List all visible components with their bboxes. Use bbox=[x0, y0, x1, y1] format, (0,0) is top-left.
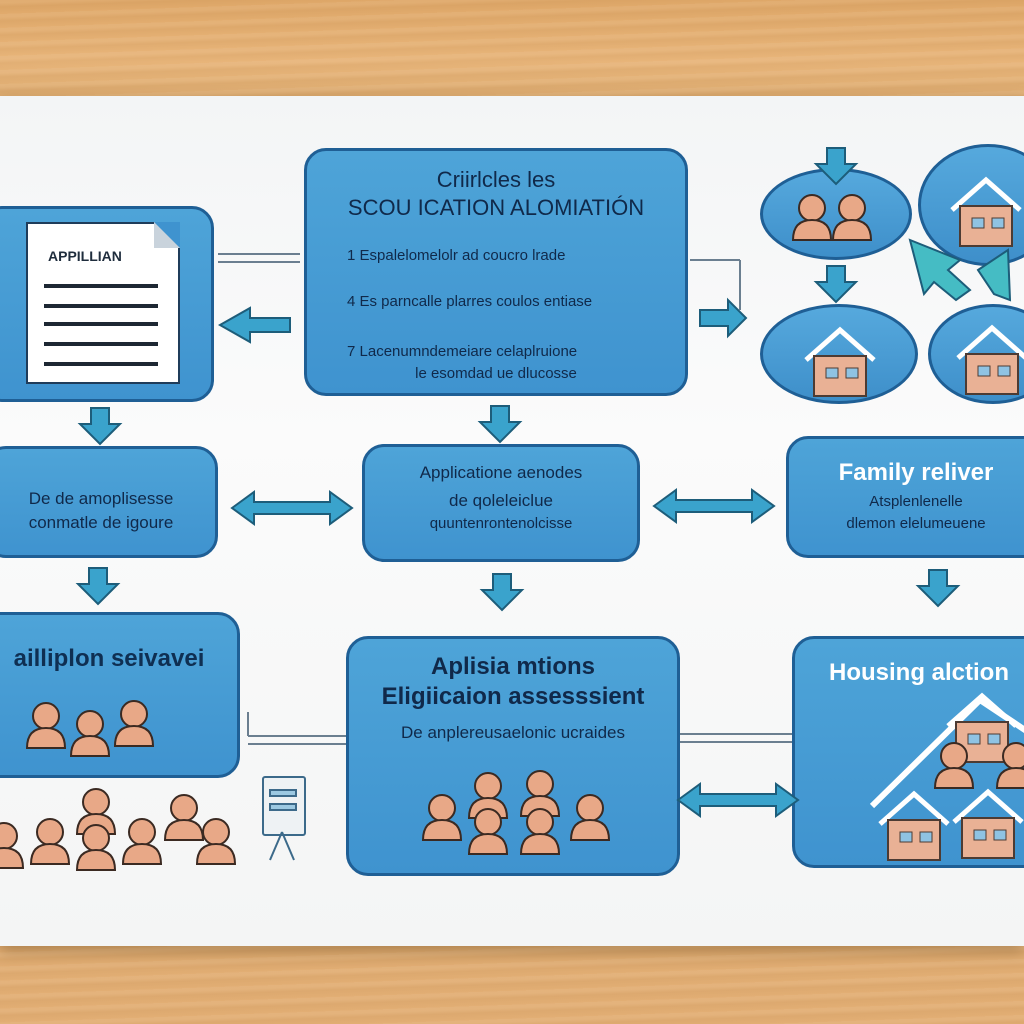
eligibility-box: Aplisia mtions Eligiicaion assesssient D… bbox=[346, 636, 680, 876]
house-icon bbox=[880, 794, 948, 860]
down-arrow-icon bbox=[917, 569, 959, 607]
down-arrow-icon bbox=[815, 147, 857, 185]
left-arrow-icon bbox=[217, 306, 291, 344]
person-icon bbox=[792, 194, 832, 241]
down-arrow-icon bbox=[479, 405, 521, 443]
double-arrow-icon bbox=[653, 489, 775, 523]
person-icon bbox=[122, 818, 162, 865]
left-mid-box: De de amoplisesse conmatle de igoure bbox=[0, 446, 218, 558]
person-icon bbox=[26, 702, 66, 749]
center-mid-line3: quuntenrontenolcisse bbox=[429, 515, 573, 532]
person-icon bbox=[196, 818, 236, 865]
left-mid-line1: De de amoplisesse bbox=[28, 489, 174, 508]
eligibility-title-line2: Eligiicaion assesssient bbox=[381, 683, 645, 710]
double-arrow-icon bbox=[677, 783, 799, 817]
criteria-item-4: le esomdad ue dlucosse bbox=[415, 365, 577, 382]
center-mid-box: Applicatione aenodes de qoleleiclue quun… bbox=[362, 444, 640, 562]
down-arrow-icon bbox=[481, 573, 523, 611]
center-mid-line1: Applicatione aenodes bbox=[419, 463, 583, 482]
page-fold bbox=[154, 222, 180, 248]
house-icon bbox=[952, 180, 1020, 246]
family-title: Family reliver bbox=[838, 459, 994, 486]
house-icon bbox=[958, 328, 1024, 394]
application-document-icon: APPILLIAN bbox=[26, 222, 180, 384]
person-icon bbox=[422, 794, 462, 841]
criteria-item-1: 1 Espalelomelolr ad coucro lrade bbox=[347, 247, 566, 264]
down-arrow-icon bbox=[815, 265, 857, 303]
connector-lines bbox=[218, 253, 792, 745]
left-mid-line2: conmatle de igoure bbox=[28, 513, 174, 532]
eligibility-subtitle: De anplereusaelonic ucraides bbox=[401, 723, 625, 742]
family-box: Family reliver Atsplenlenelle dlemon ele… bbox=[786, 436, 1024, 558]
person-icon bbox=[70, 710, 110, 757]
double-arrow-icon bbox=[231, 491, 353, 525]
criteria-item-2: 4 Es parncalle plarres coulos entiase bbox=[347, 293, 593, 310]
down-arrow-icon bbox=[79, 407, 121, 445]
doc-line bbox=[44, 342, 158, 346]
center-mid-line2: de qoleleiclue bbox=[449, 491, 553, 510]
person-icon bbox=[570, 794, 610, 841]
service-title: ailliplon seivavei bbox=[13, 645, 205, 672]
person-icon bbox=[832, 194, 872, 241]
family-line1: Atsplenlenelle bbox=[869, 493, 963, 510]
housing-title: Housing alction bbox=[829, 659, 1009, 686]
application-doc-label: APPILLIAN bbox=[48, 248, 122, 264]
criteria-title-line1: Criirlcles les bbox=[436, 167, 556, 192]
house-icon bbox=[954, 792, 1022, 858]
down-arrow-icon bbox=[77, 567, 119, 605]
person-icon bbox=[114, 700, 154, 747]
person-icon bbox=[164, 794, 204, 841]
criteria-title-line2: SCOU ICATION ALOMIATIÓN bbox=[347, 195, 645, 220]
doc-line bbox=[44, 284, 158, 288]
person-icon bbox=[0, 822, 24, 869]
diagonal-arrow-icon bbox=[908, 238, 972, 302]
criteria-item-3: 7 Lacenumndemeiare celaplruione bbox=[347, 343, 578, 360]
doc-line bbox=[44, 362, 158, 366]
eligibility-title-line1: Aplisia mtions bbox=[430, 653, 596, 680]
person-icon bbox=[30, 818, 70, 865]
diagonal-arrow-icon bbox=[976, 248, 1012, 302]
family-line2: dlemon elelumeuene bbox=[846, 515, 986, 532]
easel-legs bbox=[269, 789, 297, 861]
doc-line bbox=[44, 304, 158, 308]
criteria-box: Criirlcles les SCOU ICATION ALOMIATIÓN 1… bbox=[304, 148, 688, 396]
service-box: ailliplon seivavei bbox=[0, 612, 240, 778]
right-arrow-icon bbox=[699, 297, 748, 339]
doc-line bbox=[44, 322, 158, 326]
house-icon bbox=[806, 330, 874, 396]
